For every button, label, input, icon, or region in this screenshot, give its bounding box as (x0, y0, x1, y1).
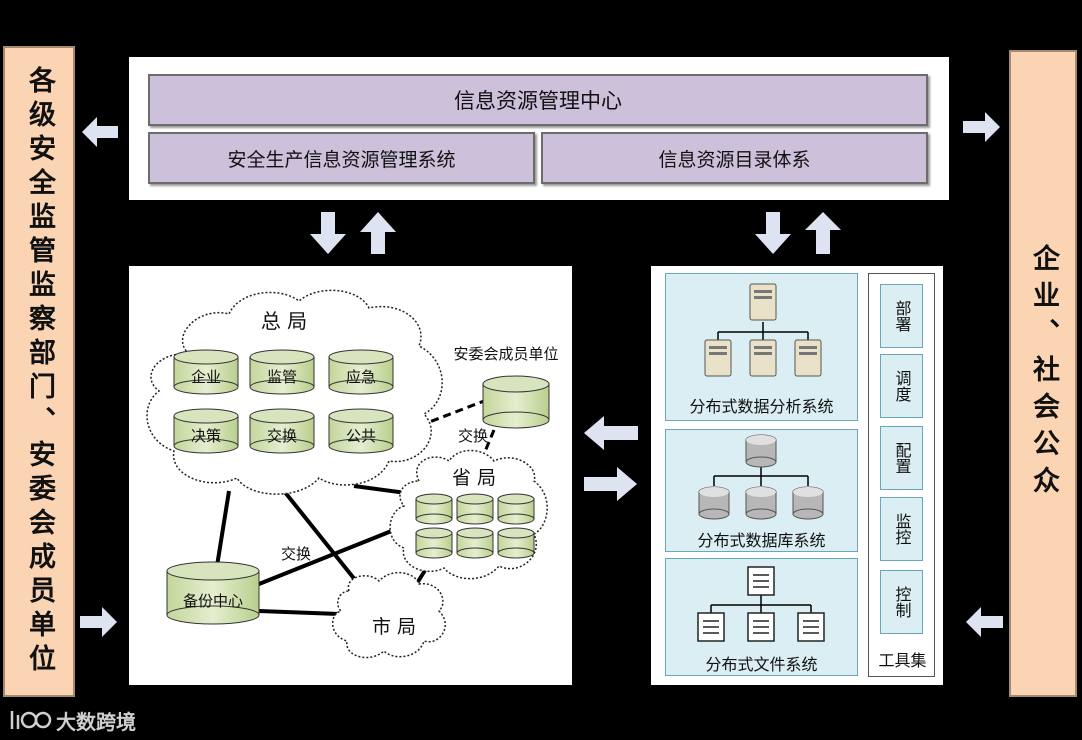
toolset-column: 部署 调度 配置 监控 控制 工具集 (868, 273, 935, 677)
database-tree-icon (698, 434, 824, 520)
watermark-text: 大数跨境 (56, 709, 136, 734)
arrow-right-middle-icon (584, 467, 637, 501)
link-hq-city (282, 489, 366, 593)
management-center-title: 信息资源管理中心 (148, 74, 928, 126)
hq-db-label-0: 企业 (191, 368, 221, 386)
data-analysis-system-label: 分布式数据分析系统 (689, 397, 834, 416)
watermark-logo-icon (10, 711, 52, 729)
hq-database-2: 应急 (328, 349, 394, 395)
arrow-up-left-icon (360, 212, 396, 254)
tool-deploy-label: 部署 (892, 300, 912, 332)
member-units-database (482, 375, 550, 429)
hq-db-label-3: 决策 (191, 427, 221, 445)
tool-schedule: 调度 (880, 354, 923, 418)
tool-monitor: 监控 (880, 497, 923, 561)
arrow-down-right-icon (755, 212, 791, 254)
file-tree-icon (697, 566, 825, 642)
arrow-right-top-icon (963, 112, 1000, 142)
tool-monitor-label: 监控 (892, 513, 912, 545)
network-diagram: 总 局 企业 监管 应急 决策 (146, 289, 559, 659)
member-units-label: 安委会成员单位 (453, 345, 558, 363)
backup-center-database: 备份中心 (166, 561, 260, 625)
link-backup-city (258, 609, 340, 616)
arrow-left-middle-icon (584, 416, 638, 450)
hq-db-label-2: 应急 (346, 368, 376, 386)
tool-deploy: 部署 (880, 284, 923, 348)
resource-management-center: 信息资源管理中心 安全生产信息资源管理系统 信息资源目录体系 (129, 57, 949, 200)
hq-database-4: 交换 (249, 408, 315, 454)
tool-config: 配置 (880, 426, 923, 490)
hq-database-1: 监管 (249, 349, 315, 395)
toolset-label: 工具集 (878, 651, 927, 670)
link-hq-backup (215, 490, 231, 567)
backup-center-label: 备份中心 (183, 592, 243, 610)
exchange-label-1: 交换 (458, 427, 488, 445)
city-label: 市 局 (372, 616, 416, 638)
management-center-title-text: 信息资源管理中心 (454, 89, 622, 113)
tool-schedule-label: 调度 (892, 370, 912, 402)
database-system: 分布式数据库系统 (665, 429, 858, 552)
hq-database-5: 公共 (328, 408, 394, 454)
arrow-left-top-icon (82, 117, 118, 147)
city-cloud (332, 572, 446, 659)
tool-config-label: 配置 (892, 442, 912, 474)
left-panel-text: 各级安全监管监察部门、安委会成员单位 (24, 65, 55, 678)
resource-management-system-text: 安全生产信息资源管理系统 (227, 148, 456, 171)
database-system-label: 分布式数据库系统 (697, 531, 826, 550)
hq-db-label-4: 交换 (267, 427, 297, 445)
right-panel-text: 企业、社会公众 (1028, 244, 1059, 503)
resource-management-system: 安全生产信息资源管理系统 (148, 132, 535, 184)
province-database-grid (415, 493, 535, 559)
arrow-down-left-icon (310, 212, 346, 254)
file-system-label: 分布式文件系统 (705, 655, 818, 674)
resource-catalog-system: 信息资源目录体系 (541, 132, 928, 184)
link-backup-province (258, 522, 410, 586)
resource-catalog-system-text: 信息资源目录体系 (658, 148, 811, 171)
server-tree-icon (704, 283, 822, 377)
hq-label: 总 局 (261, 309, 307, 333)
arrow-left-bottom-icon (966, 607, 1003, 637)
arrow-right-bottom-icon (80, 607, 117, 637)
hq-database-3: 决策 (173, 408, 239, 454)
tool-control: 控制 (880, 570, 923, 634)
hq-db-label-1: 监管 (267, 368, 297, 386)
file-system: 分布式文件系统 (665, 558, 858, 676)
link-hq-members (418, 399, 485, 428)
watermark: 大数跨境 (8, 706, 136, 734)
hq-db-label-5: 公共 (346, 427, 376, 445)
right-side-panel: 企业、社会公众 (1009, 50, 1077, 697)
arrow-up-right-icon (805, 212, 841, 254)
province-label: 省 局 (452, 467, 496, 489)
data-analysis-system: 分布式数据分析系统 (665, 273, 858, 421)
hq-database-0: 企业 (173, 349, 239, 395)
left-side-panel: 各级安全监管监察部门、安委会成员单位 (3, 46, 75, 697)
exchange-label-2: 交换 (281, 545, 311, 563)
tool-control-label: 控制 (892, 586, 912, 618)
hq-database-grid: 企业 监管 应急 决策 交换 (173, 349, 394, 454)
